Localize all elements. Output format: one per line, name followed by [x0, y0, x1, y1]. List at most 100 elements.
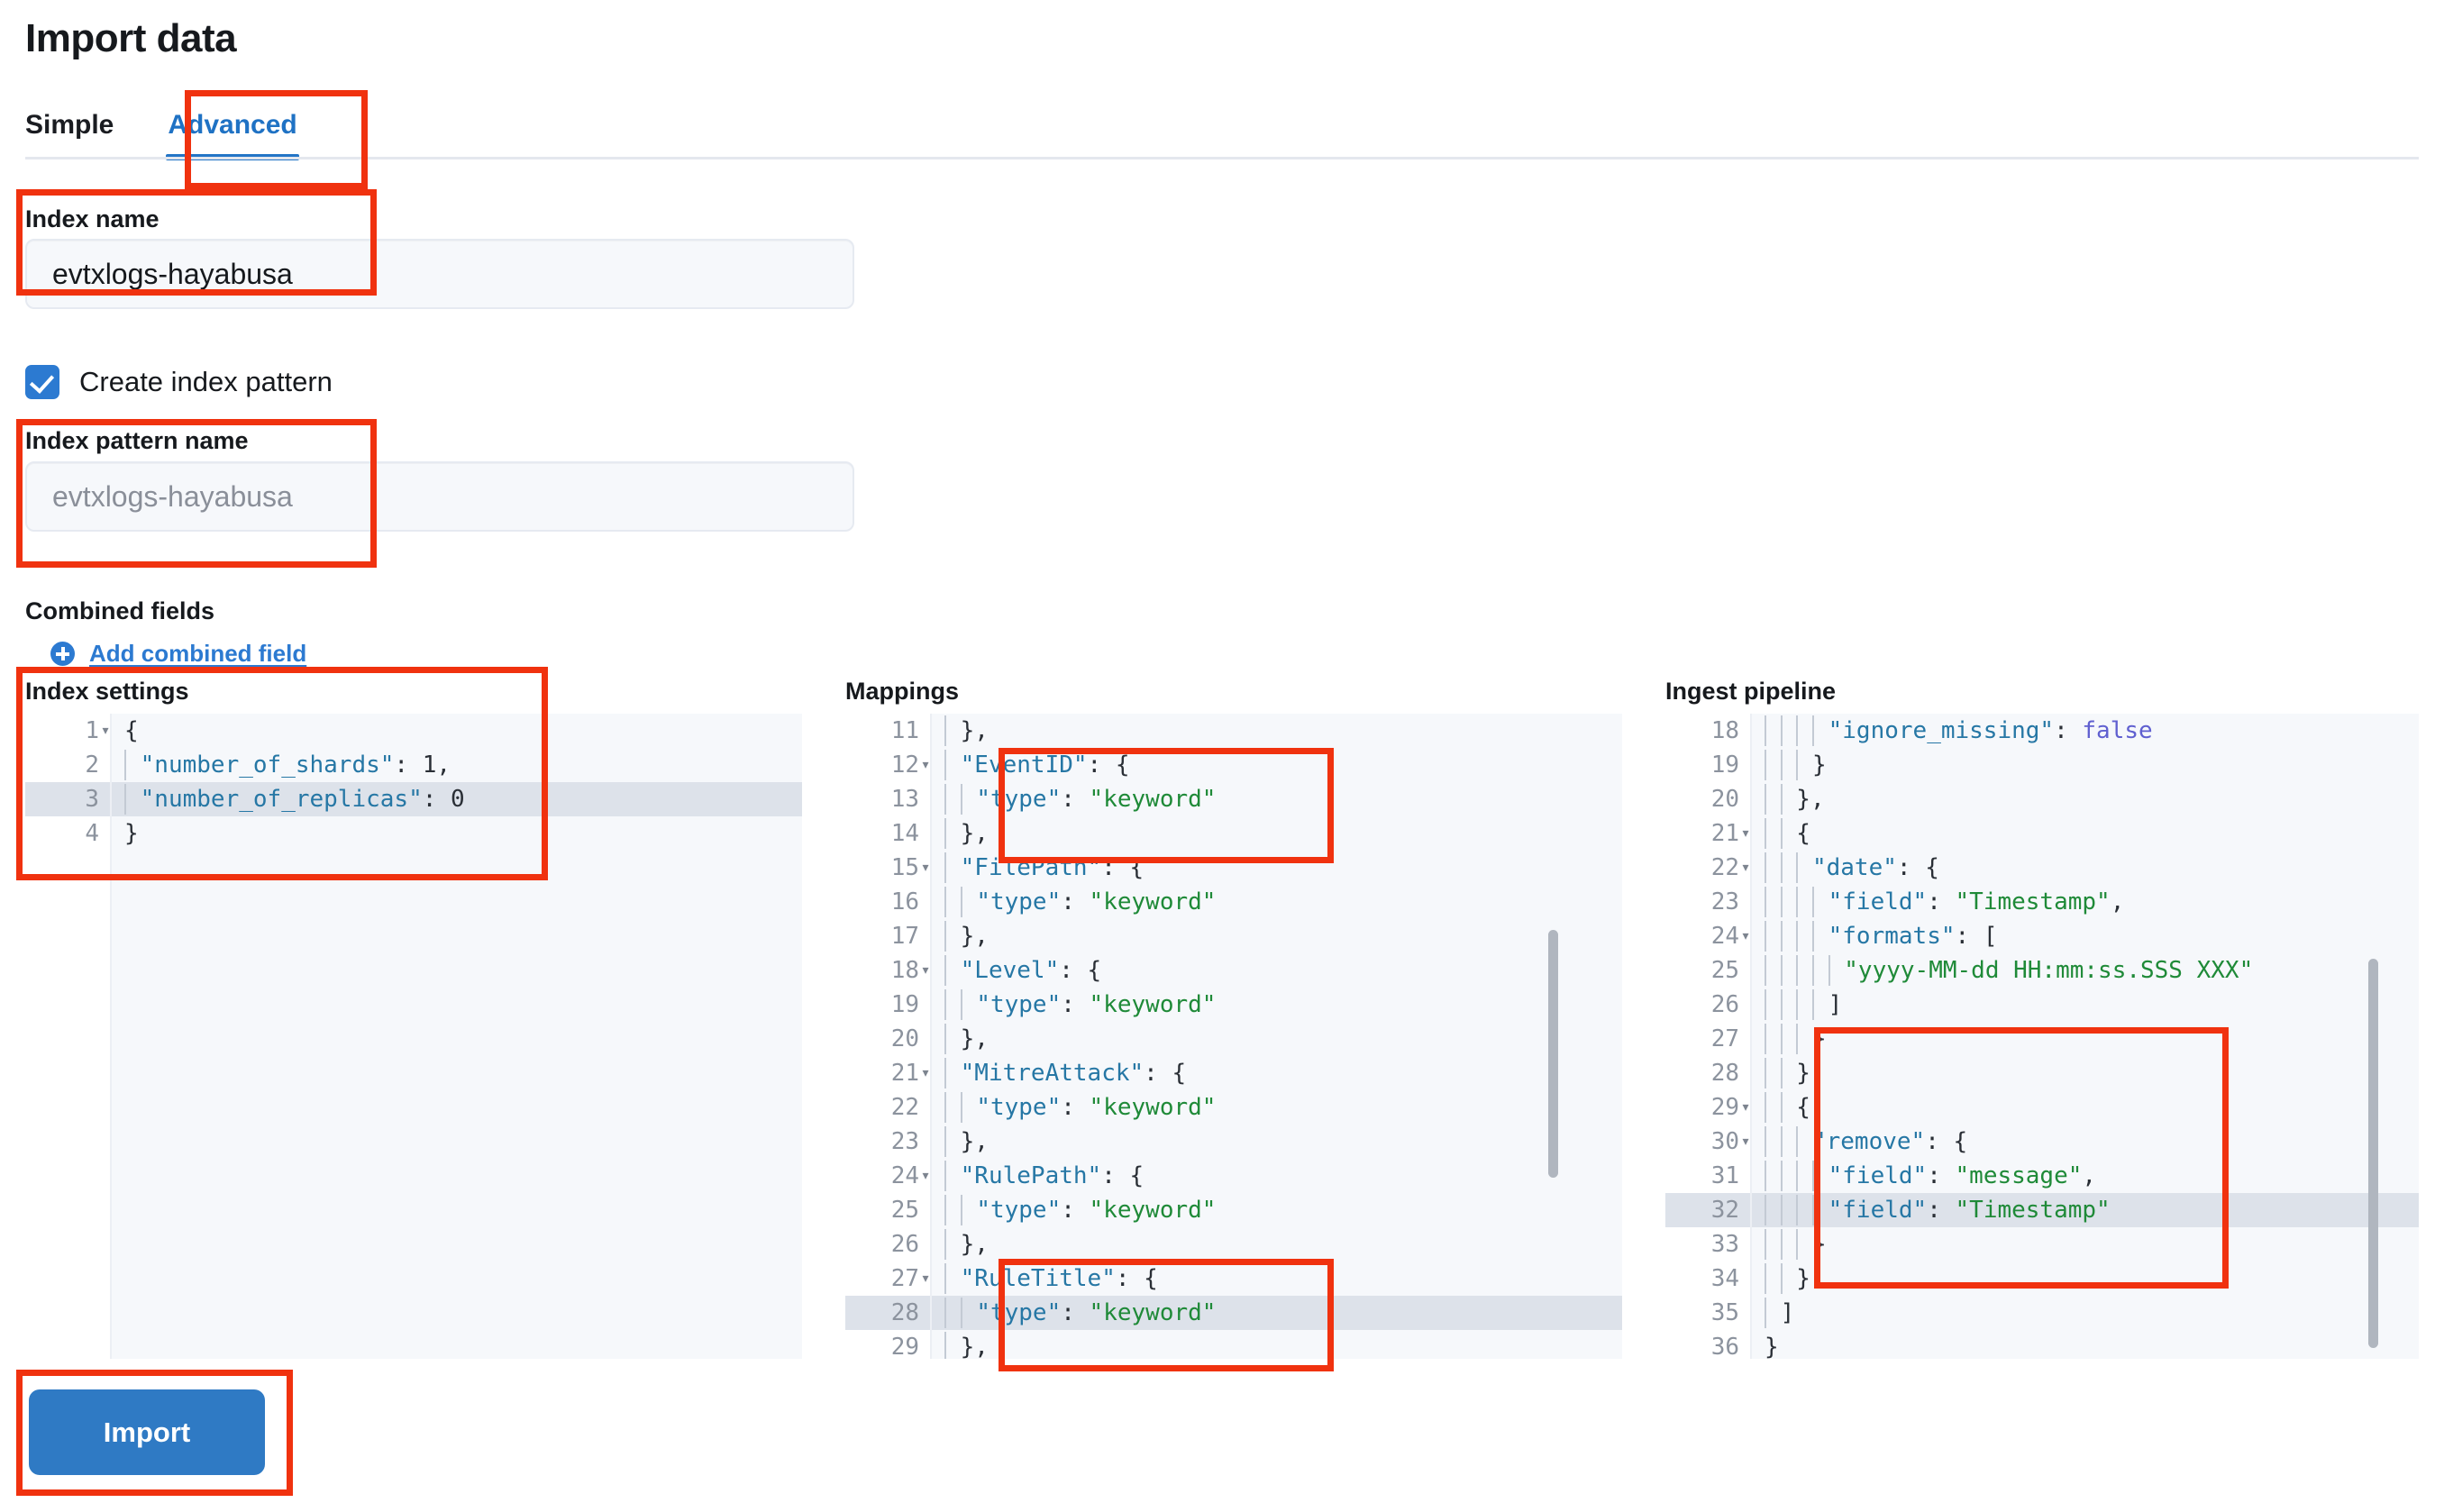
- fold-toggle-icon[interactable]: ▾: [1740, 926, 1751, 945]
- indent-guide: [1780, 1126, 1783, 1157]
- create-index-pattern-label: Create index pattern: [79, 366, 333, 397]
- code-line[interactable]: "type": "keyword": [932, 885, 1622, 919]
- create-index-pattern-checkbox[interactable]: [25, 365, 59, 399]
- code-line[interactable]: "type": "keyword": [932, 782, 1622, 816]
- indent-guide: [1765, 1161, 1766, 1191]
- code-line[interactable]: "field": "Timestamp": [1752, 1193, 2419, 1227]
- code-line[interactable]: {: [1752, 816, 2419, 851]
- code-line[interactable]: ]: [1752, 988, 2419, 1022]
- code-line[interactable]: },: [1752, 782, 2419, 816]
- line-number: 26: [1710, 991, 1739, 1018]
- indent-guide: [960, 784, 962, 815]
- fold-toggle-icon[interactable]: ▾: [1740, 824, 1751, 843]
- code-line[interactable]: "formats": [: [1752, 919, 2419, 953]
- code-line[interactable]: "date": {: [1752, 851, 2419, 885]
- code-area[interactable]: { "number_of_shards": 1, "number_of_repl…: [112, 714, 802, 1359]
- ingest-pipeline-scrollbar[interactable]: [2368, 959, 2378, 1348]
- code-line[interactable]: "type": "keyword": [932, 988, 1622, 1022]
- code-line[interactable]: "yyyy-MM-dd HH:mm:ss.SSS XXX": [1752, 953, 2419, 988]
- indent-guide: [1796, 1229, 1799, 1260]
- code-line[interactable]: "MitreAttack": {: [932, 1056, 1622, 1090]
- index-settings-title: Index settings: [25, 678, 189, 705]
- indent-guide: [1780, 852, 1783, 883]
- code-line[interactable]: {: [1752, 1090, 2419, 1125]
- indent-guide: [1765, 1263, 1766, 1294]
- line-number: 13: [890, 786, 919, 813]
- indent-guide: [1780, 1024, 1783, 1054]
- code-line[interactable]: "RulePath": {: [932, 1159, 1622, 1193]
- code-line[interactable]: "remove": {: [1752, 1125, 2419, 1159]
- code-line[interactable]: "number_of_shards": 1,: [112, 748, 802, 782]
- code-line[interactable]: },: [944, 1126, 989, 1157]
- create-index-pattern-row[interactable]: Create index pattern: [25, 365, 333, 399]
- fold-toggle-icon[interactable]: ▾: [920, 858, 931, 877]
- indent-guide: [1796, 1126, 1799, 1157]
- code-line[interactable]: }: [1752, 1022, 2419, 1056]
- code-line[interactable]: "field": "Timestamp",: [1752, 885, 2419, 919]
- line-number: 20: [890, 1025, 919, 1052]
- tab-advanced[interactable]: Advanced: [137, 110, 327, 160]
- code-line[interactable]: "EventID": {: [932, 748, 1622, 782]
- code-line[interactable]: "Level": {: [932, 953, 1622, 988]
- code-area[interactable]: "ignore_missing": false } }, { "date": {…: [1752, 714, 2419, 1359]
- fold-toggle-icon[interactable]: ▾: [1740, 858, 1751, 877]
- line-number: 20: [1710, 786, 1739, 813]
- indent-guide: [1780, 1092, 1783, 1123]
- mappings-scrollbar[interactable]: [1548, 930, 1558, 1178]
- indent-guide: [1765, 1126, 1766, 1157]
- code-line[interactable]: "number_of_replicas": 0: [112, 782, 802, 816]
- indent-guide: [1811, 1161, 1814, 1191]
- code-line[interactable]: "type": "keyword": [932, 1296, 1622, 1330]
- indent-guide: [944, 1161, 946, 1191]
- indent-guide: [1796, 715, 1799, 746]
- code-area[interactable]: }, "EventID": { "type": "keyword" }, "Fi…: [932, 714, 1622, 1359]
- line-number: 25: [890, 1197, 919, 1224]
- fold-toggle-icon[interactable]: ▾: [920, 961, 931, 979]
- indent-guide: [944, 750, 946, 780]
- code-line[interactable]: "ignore_missing": false: [1752, 714, 2419, 748]
- code-line[interactable]: },: [944, 921, 989, 952]
- line-number: 14: [890, 820, 919, 847]
- line-number: 18: [890, 957, 919, 984]
- indent-guide: [1796, 887, 1799, 917]
- code-line[interactable]: {: [124, 717, 139, 744]
- fold-toggle-icon[interactable]: ▾: [920, 755, 931, 774]
- code-line[interactable]: }: [124, 820, 139, 847]
- fold-toggle-icon[interactable]: ▾: [100, 721, 111, 740]
- code-line[interactable]: }: [1765, 1334, 1779, 1359]
- code-line[interactable]: ]: [1765, 1298, 1795, 1328]
- index-pattern-name-input[interactable]: evtxlogs-hayabusa: [25, 461, 854, 532]
- code-line[interactable]: "RuleTitle": {: [932, 1262, 1622, 1296]
- index-name-input[interactable]: evtxlogs-hayabusa: [25, 239, 854, 309]
- code-line[interactable]: "type": "keyword": [932, 1193, 1622, 1227]
- add-combined-field-button[interactable]: Add combined field: [50, 640, 306, 668]
- code-line[interactable]: "FilePath": {: [932, 851, 1622, 885]
- code-line[interactable]: },: [1752, 1056, 2419, 1090]
- fold-toggle-icon[interactable]: ▾: [920, 1063, 931, 1082]
- fold-toggle-icon[interactable]: ▾: [1740, 1098, 1751, 1116]
- indent-guide: [944, 1024, 946, 1054]
- code-line[interactable]: },: [932, 1330, 1622, 1359]
- import-button[interactable]: Import: [29, 1389, 265, 1475]
- code-line[interactable]: },: [944, 818, 989, 849]
- fold-toggle-icon[interactable]: ▾: [920, 1166, 931, 1185]
- code-line[interactable]: },: [944, 1229, 989, 1260]
- indent-guide: [944, 1298, 946, 1328]
- fold-toggle-icon[interactable]: ▾: [920, 1269, 931, 1288]
- code-line[interactable]: }: [1752, 748, 2419, 782]
- indent-guide: [1811, 715, 1814, 746]
- code-line[interactable]: "field": "message",: [1752, 1159, 2419, 1193]
- code-line[interactable]: }: [1752, 1262, 2419, 1296]
- code-line[interactable]: "type": "keyword": [932, 1090, 1622, 1125]
- indent-guide: [1796, 1195, 1799, 1225]
- code-line[interactable]: },: [944, 1024, 989, 1054]
- code-line[interactable]: }: [1752, 1227, 2419, 1262]
- code-line[interactable]: },: [944, 715, 989, 746]
- tab-simple[interactable]: Simple: [25, 110, 114, 140]
- fold-toggle-icon[interactable]: ▾: [1740, 1132, 1751, 1151]
- indent-guide: [1780, 1263, 1783, 1294]
